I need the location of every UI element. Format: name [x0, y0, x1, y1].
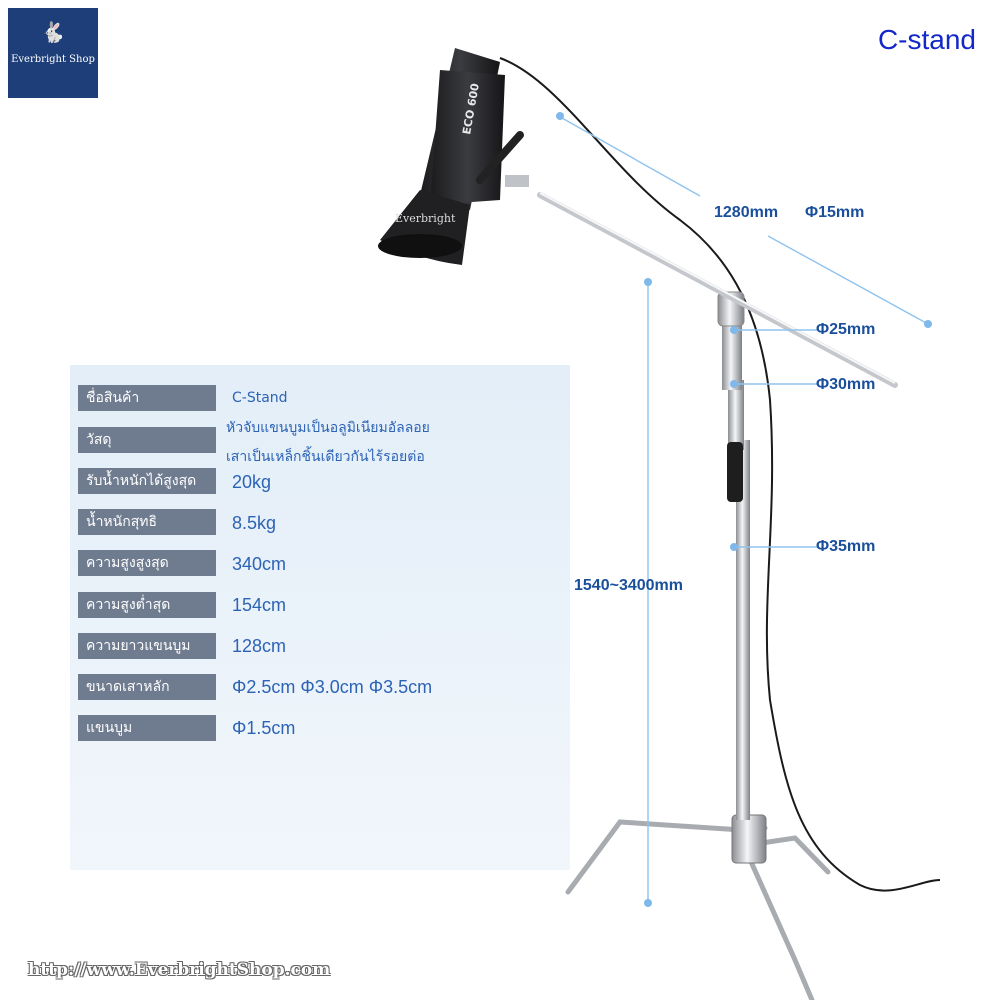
pole-knuckle — [717, 291, 745, 327]
spec-label-max-height: ความสูงสูงสุด — [78, 550, 216, 576]
dimension-dots — [556, 112, 932, 907]
leg-clamp — [731, 814, 767, 864]
spec-value-pole-size: Φ2.5cm Φ3.0cm Φ3.5cm — [232, 677, 433, 697]
pole-bottom — [736, 440, 750, 820]
dimension-lines — [561, 117, 929, 902]
dim-d35: Φ35mm — [816, 538, 876, 555]
pole-grip — [727, 442, 743, 502]
spec-label-pole-size: ขนาดเสาหลัก — [78, 674, 216, 700]
dim-d30: Φ30mm — [816, 376, 876, 393]
rabbit-icon: 🐇 — [40, 20, 66, 44]
spec-label-min-height: ความสูงต่ำสุด — [78, 592, 216, 618]
spec-value-boom-arm: Φ1.5cm — [232, 718, 296, 738]
spec-label-net-weight: น้ำหนักสุทธิ — [78, 509, 216, 535]
spec-value-boom-length: 128cm — [232, 636, 287, 656]
spec-label-material: วัสดุ — [78, 427, 216, 453]
spec-value-product-name: C-Stand — [232, 390, 288, 406]
footer-url[interactable]: http://www.EverbrightShop.com — [28, 960, 331, 980]
dim-boom-diameter: Φ15mm — [805, 204, 865, 221]
spec-value-max-height: 340cm — [232, 554, 287, 574]
spec-value-net-weight: 8.5kg — [232, 513, 277, 533]
pole-top — [722, 320, 742, 390]
light-model-text: ECO 600 — [460, 82, 482, 136]
dim-boom-length: 1280mm — [714, 204, 779, 221]
shop-logo: 🐇 Everbright Shop — [8, 8, 98, 98]
spec-value-material-1: หัวจับแขนบูมเป็นอลูมิเนียมอัลลอย — [226, 420, 430, 436]
spec-value-material-2: เสาเป็นเหล็กชิ้นเดียวกันไร้รอยต่อ — [226, 449, 425, 465]
dim-height-range: 1540~3400mm — [574, 577, 683, 594]
stand-base — [565, 819, 831, 1000]
pole-middle — [728, 380, 744, 450]
spec-label-boom-length: ความยาวแขนบูม — [78, 633, 216, 659]
studio-light: ECO 600 Everbright — [378, 48, 529, 265]
spec-label-boom-arm: แขนบูม — [78, 715, 216, 741]
spec-value-max-load: 20kg — [232, 472, 272, 492]
boom-arm — [537, 192, 898, 388]
spec-panel: ชื่อสินค้า C-Stand วัสดุ หัวจับแขนบูมเป็… — [70, 365, 570, 870]
dim-d25: Φ25mm — [816, 321, 876, 338]
spec-label-max-load: รับน้ำหนักได้สูงสุด — [78, 468, 216, 494]
spec-label-product-name: ชื่อสินค้า — [78, 385, 216, 411]
logo-text: Everbright Shop — [11, 54, 95, 65]
spec-value-min-height: 154cm — [232, 595, 287, 615]
light-watermark-text: Everbright — [395, 212, 456, 225]
page-title: C-stand — [877, 24, 976, 55]
